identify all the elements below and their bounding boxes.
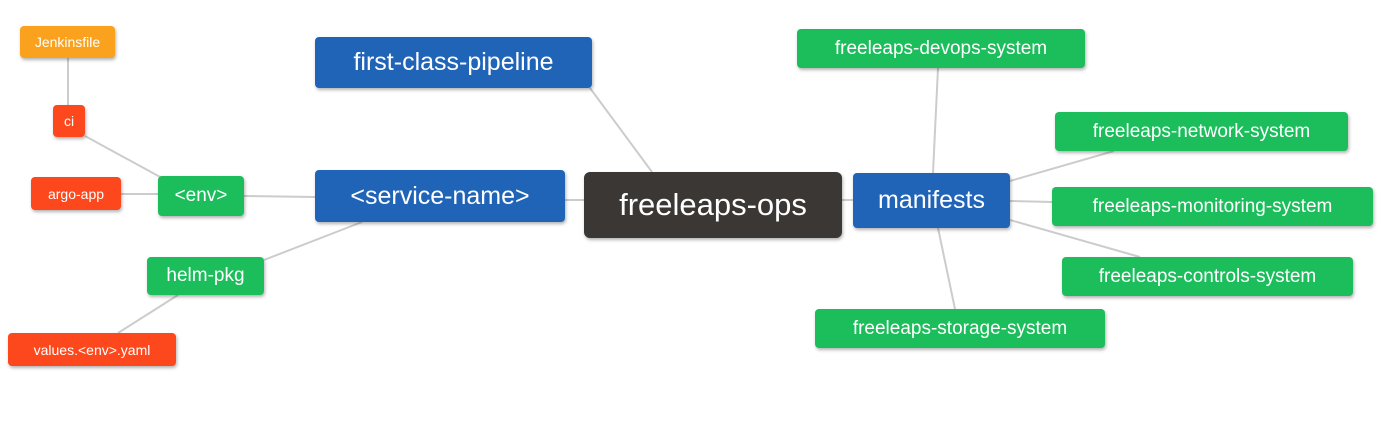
node-freeleaps-devops-system[interactable]: freeleaps-devops-system — [797, 29, 1085, 68]
node-manifests[interactable]: manifests — [853, 173, 1010, 228]
node-env[interactable]: <env> — [158, 176, 244, 216]
node-freeleaps-network-system[interactable]: freeleaps-network-system — [1055, 112, 1348, 151]
edge-manifests-network-system — [1009, 150, 1115, 182]
edge-helm-pkg-values-env-yaml — [117, 294, 179, 334]
edge-service-name-helm-pkg — [263, 221, 363, 261]
node-argo-app[interactable]: argo-app — [31, 177, 121, 210]
node-ci[interactable]: ci — [53, 105, 85, 137]
edge-manifests-controls-system — [1009, 219, 1141, 258]
edge-env-service-name — [243, 195, 316, 198]
node-freeleaps-controls-system[interactable]: freeleaps-controls-system — [1062, 257, 1353, 296]
edge-first-class-pipeline-ops — [589, 87, 653, 173]
node-first-class-pipeline[interactable]: first-class-pipeline — [315, 37, 592, 88]
node-jenkinsfile[interactable]: Jenkinsfile — [20, 26, 115, 58]
node-freeleaps-storage-system[interactable]: freeleaps-storage-system — [815, 309, 1105, 348]
node-helm-pkg[interactable]: helm-pkg — [147, 257, 264, 295]
node-freeleaps-ops-root[interactable]: freeleaps-ops — [584, 172, 842, 238]
edge-manifests-monitoring-system — [1009, 200, 1053, 203]
node-freeleaps-monitoring-system[interactable]: freeleaps-monitoring-system — [1052, 187, 1373, 226]
edge-manifests-storage-system — [937, 227, 956, 310]
node-service-name[interactable]: <service-name> — [315, 170, 565, 222]
node-values-env-yaml[interactable]: values.<env>.yaml — [8, 333, 176, 366]
edge-manifests-devops-system — [932, 67, 939, 174]
edge-ci-env — [84, 135, 163, 179]
